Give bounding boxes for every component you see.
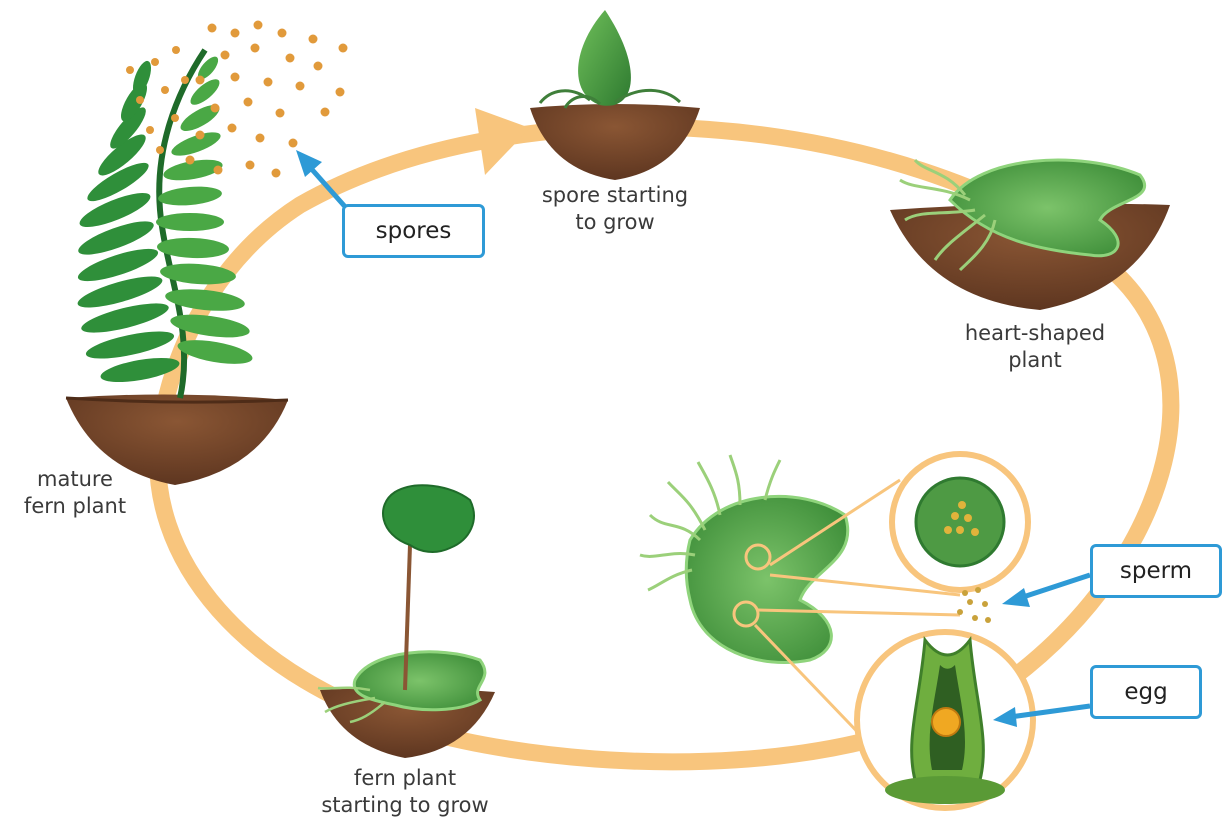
sperm-pointer-arrow (1002, 575, 1090, 607)
label-mature-fern-line1: mature (10, 466, 140, 493)
label-fern-plant-starting-to-grow: fern plant starting to grow (300, 765, 510, 819)
label-fern-starting-line2: starting to grow (300, 792, 510, 819)
label-spore-starting-to-grow: spore starting to grow (515, 182, 715, 236)
sprout-soil (530, 104, 700, 180)
label-mature-fern-line2: fern plant (10, 493, 140, 520)
fern-leaflets-right (156, 53, 254, 368)
label-spore-starting-line2: to grow (515, 209, 715, 236)
callout-egg: egg (1090, 665, 1202, 719)
label-heart-shaped-plant: heart-shaped plant (935, 320, 1135, 374)
spores-cloud (186, 21, 348, 178)
callout-spores: spores (342, 204, 485, 258)
label-mature-fern-plant: mature fern plant (10, 466, 140, 520)
label-heart-shaped-line1: heart-shaped (935, 320, 1135, 347)
mature-fern-plant (66, 46, 288, 485)
fern-plant-starting-to-grow (318, 485, 495, 758)
label-heart-shaped-line2: plant (935, 347, 1135, 374)
callout-sperm: sperm (1090, 544, 1222, 598)
spore-starting-to-grow (530, 10, 700, 180)
label-fern-starting-line1: fern plant (300, 765, 510, 792)
label-spore-starting-line1: spore starting (515, 182, 715, 209)
egg-cell (932, 708, 960, 736)
